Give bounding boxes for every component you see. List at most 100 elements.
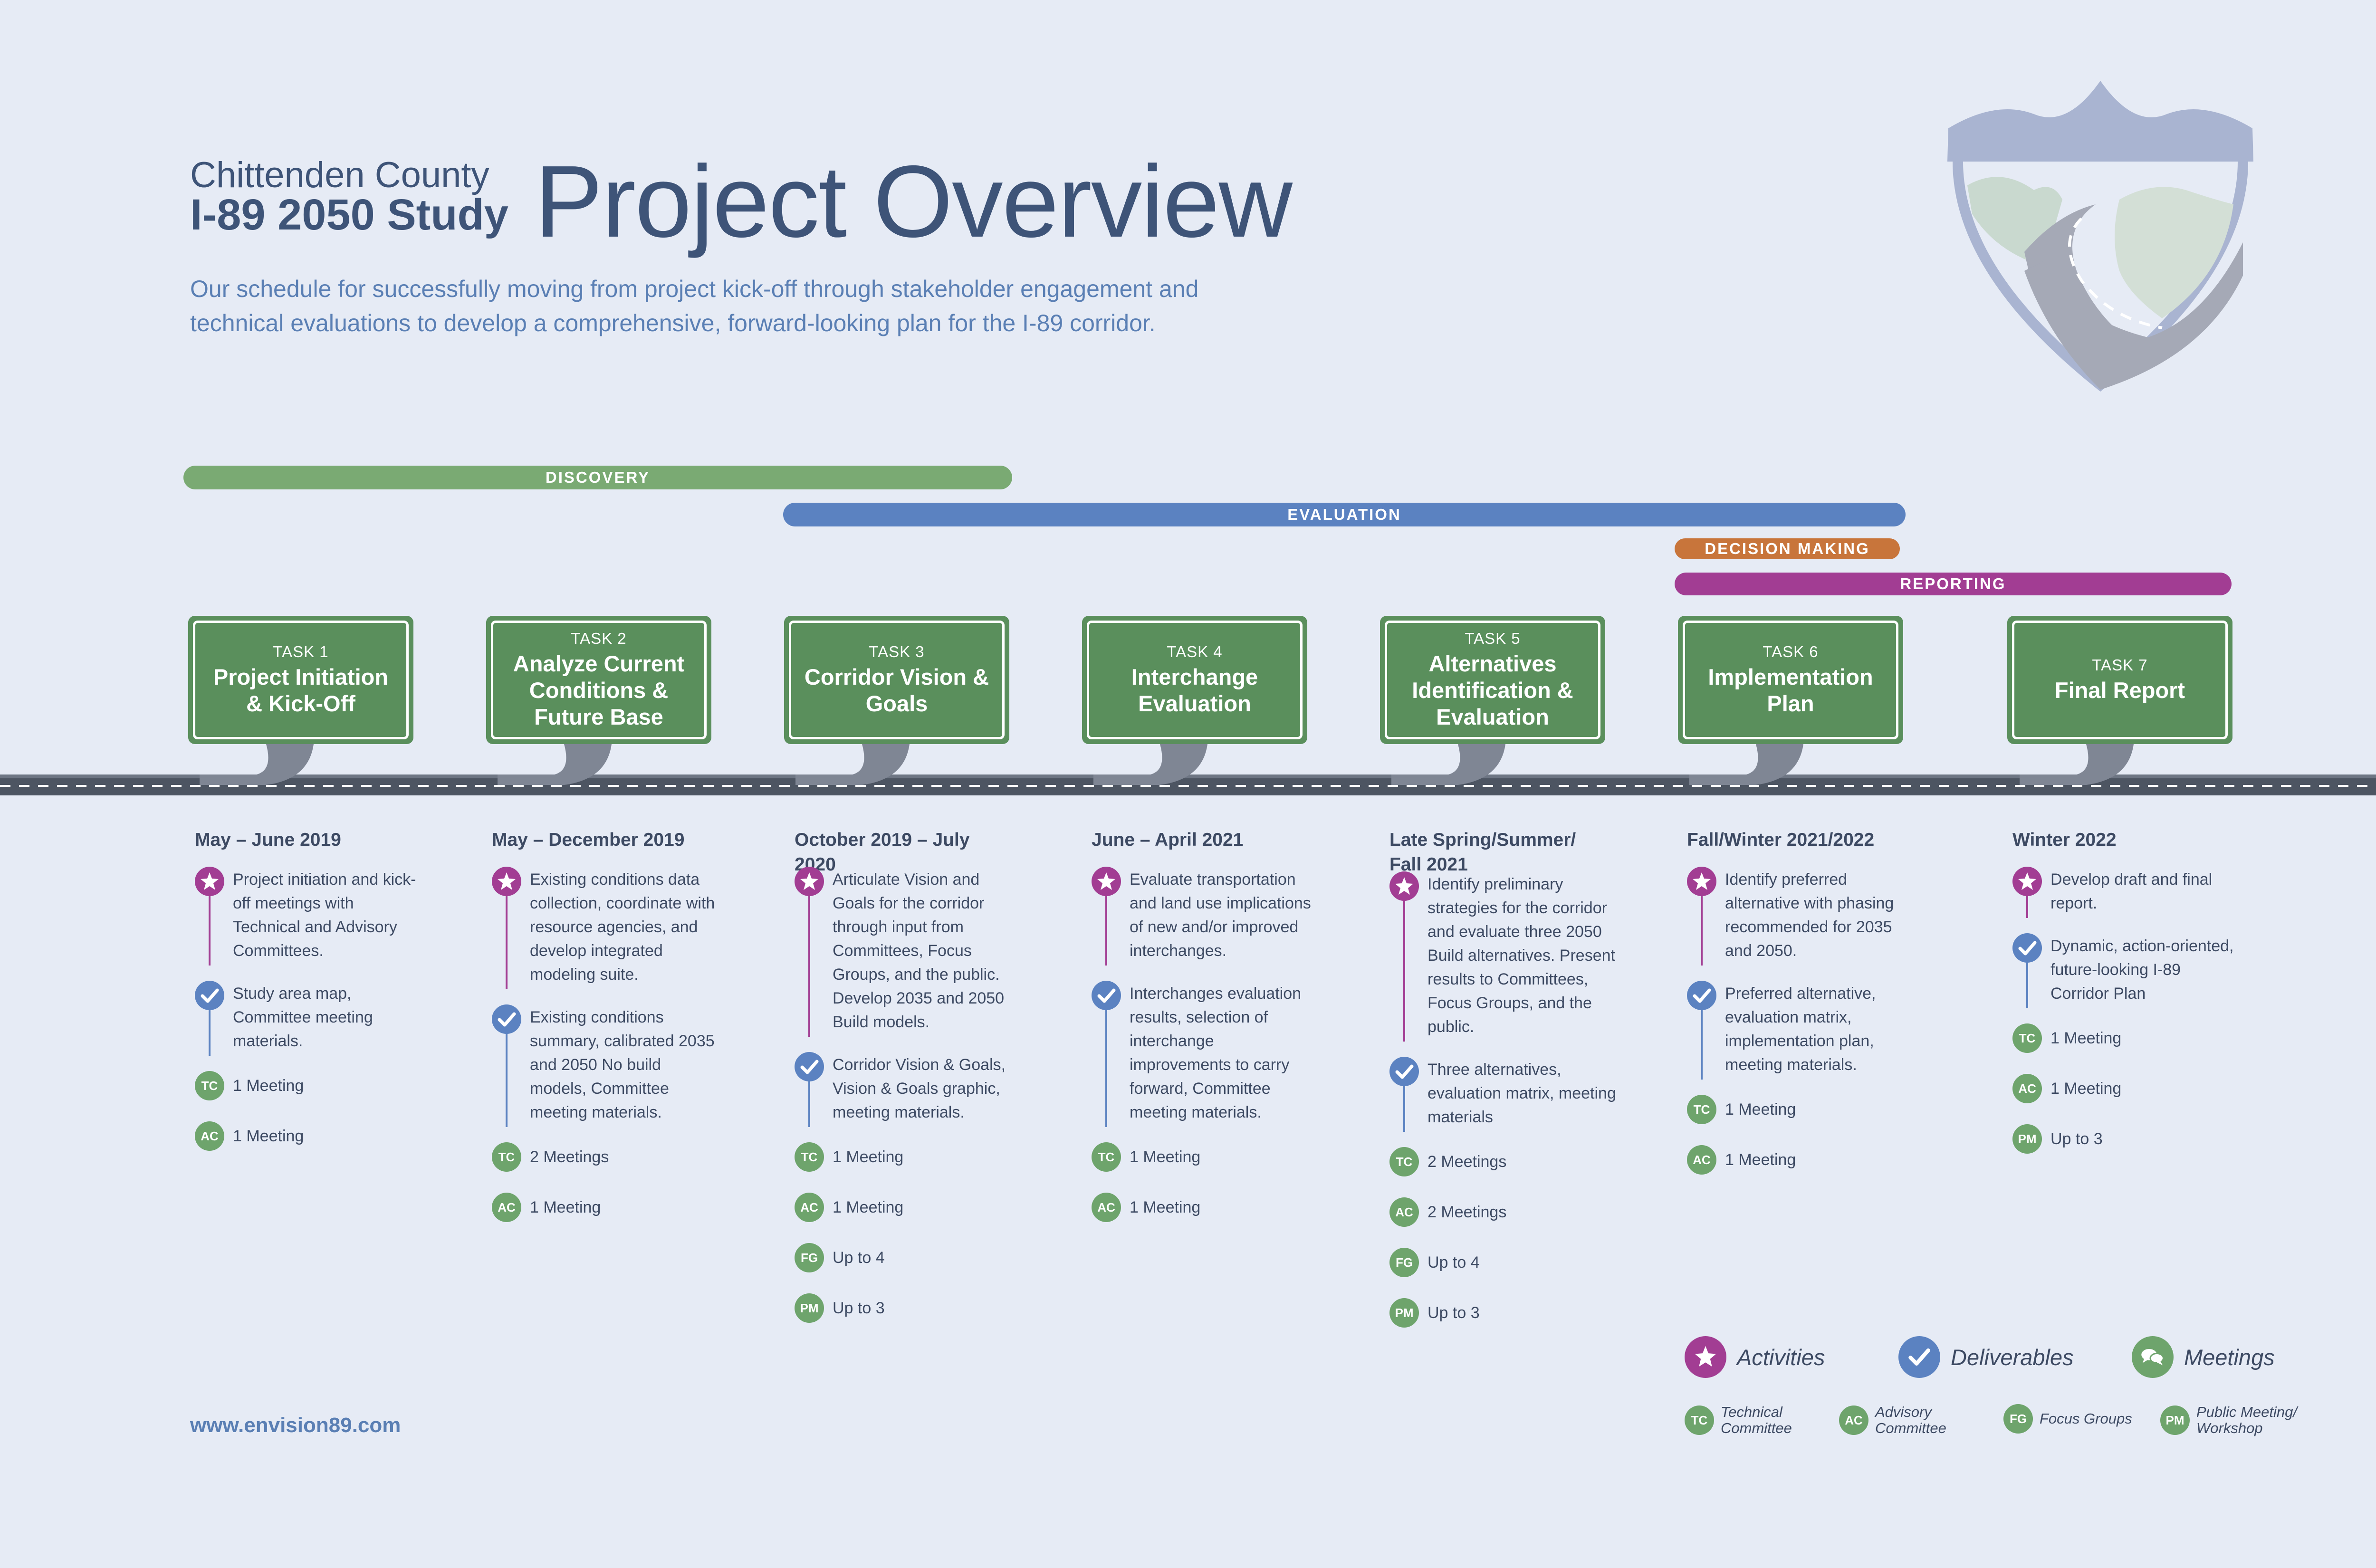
legend-code-label: Technical Committee xyxy=(1721,1404,1792,1436)
task-date: Winter 2022 xyxy=(2012,830,2117,850)
task-name: Corridor Vision & Goals xyxy=(804,664,989,716)
star-icon xyxy=(1389,871,1419,901)
task-number: TASK 4 xyxy=(1167,643,1223,660)
task-name: Final Report xyxy=(2054,678,2185,703)
ac-badge: AC xyxy=(1687,1145,1716,1175)
item-text: Three alternatives, evaluation matrix, m… xyxy=(1428,1061,1616,1126)
connector-line xyxy=(209,894,211,966)
legend-tc: TC Technical Committee xyxy=(1685,1404,1830,1436)
task-2-sign: TASK 2 Analyze Current Conditions & Futu… xyxy=(486,616,711,744)
task-7-sign: TASK 7 Final Report xyxy=(2007,616,2232,744)
item-text: 2 Meetings xyxy=(1428,1203,1507,1221)
task-4-sign: TASK 4 Interchange Evaluation xyxy=(1082,616,1307,744)
star-icon xyxy=(1685,1336,1726,1378)
item-text: 1 Meeting xyxy=(1130,1198,1201,1216)
website-link[interactable]: www.envision89.com xyxy=(190,1414,401,1437)
pm-badge: PM xyxy=(2160,1405,2190,1435)
item-text: Evaluate transportation and land use imp… xyxy=(1130,870,1311,960)
task-1-sign: TASK 1 Project Initiation & Kick-Off xyxy=(188,616,413,744)
tc-badge: TC xyxy=(2012,1023,2042,1053)
task-name: Analyze Current Conditions & Future Base xyxy=(513,651,685,729)
task-name: Project Initiation & Kick-Off xyxy=(213,664,389,716)
task-date: Fall/Winter 2021/2022 xyxy=(1687,830,1875,850)
item-text: Identify preliminary strategies for the … xyxy=(1428,875,1615,1036)
task-number: TASK 2 xyxy=(571,630,627,647)
ac-badge: AC xyxy=(2012,1074,2042,1103)
fg-badge: FG xyxy=(1389,1248,1419,1277)
item-text: Project initiation and kick-off meetings… xyxy=(233,870,416,960)
phase-evaluation: EVALUATION xyxy=(783,503,1906,526)
connector-line xyxy=(506,1032,508,1127)
item-text: Identify preferred alternative with phas… xyxy=(1725,870,1894,960)
study-name: I-89 2050 Study xyxy=(190,191,508,239)
item-text: 1 Meeting xyxy=(1130,1148,1201,1166)
page-subtitle: Our schedule for successfully moving fro… xyxy=(190,276,1199,336)
item-text: 1 Meeting xyxy=(233,1127,304,1145)
speech-bubbles-icon xyxy=(2132,1336,2174,1378)
check-icon xyxy=(1389,1057,1419,1086)
task-date: May – June 2019 xyxy=(195,830,341,850)
connector-line xyxy=(1105,894,1107,966)
item-text: Up to 3 xyxy=(2050,1130,2103,1148)
item-text: Corridor Vision & Goals, Vision & Goals … xyxy=(833,1056,1006,1121)
connector-line xyxy=(808,1080,810,1127)
item-text: Existing conditions data collection, coo… xyxy=(530,870,715,984)
check-icon xyxy=(1092,981,1121,1010)
phase-discovery: DISCOVERY xyxy=(183,466,1012,489)
star-icon xyxy=(492,867,521,896)
item-text: 2 Meetings xyxy=(1428,1153,1507,1171)
road-graphic xyxy=(0,744,2376,795)
task-date: June – April 2021 xyxy=(1092,830,1244,850)
check-icon xyxy=(1898,1336,1940,1378)
phase-decision-making: DECISION MAKING xyxy=(1675,538,1900,559)
legend-label: Activities xyxy=(1737,1344,1825,1370)
pm-badge: PM xyxy=(1389,1298,1419,1328)
ac-badge: AC xyxy=(492,1193,521,1222)
check-icon xyxy=(2012,933,2042,963)
item-text: 1 Meeting xyxy=(1725,1151,1796,1169)
connector-line xyxy=(1701,1008,1703,1080)
item-text: 1 Meeting xyxy=(530,1198,601,1216)
county-name: Chittenden County xyxy=(190,155,489,195)
legend-pm: PM Public Meeting/ Workshop xyxy=(2160,1404,2320,1436)
item-text: 1 Meeting xyxy=(233,1077,304,1095)
legend-code-label: Public Meeting/ Workshop xyxy=(2196,1404,2297,1436)
connector-line xyxy=(1105,1008,1107,1127)
legend-label: Deliverables xyxy=(1951,1344,2074,1370)
legend-activities: Activities xyxy=(1685,1336,1825,1378)
pm-badge: PM xyxy=(795,1293,824,1323)
tc-badge: TC xyxy=(492,1142,521,1172)
legend-ac: AC Advisory Committee xyxy=(1839,1404,1984,1436)
connector-line xyxy=(2026,961,2028,1008)
connector-line xyxy=(506,894,508,989)
item-text: Up to 3 xyxy=(833,1299,885,1317)
tc-badge: TC xyxy=(1687,1095,1716,1124)
task-name: Interchange Evaluation xyxy=(1131,664,1258,716)
legend-code-label: Advisory Committee xyxy=(1875,1404,1946,1436)
star-icon xyxy=(2012,867,2042,896)
item-text: Interchanges evaluation results, selecti… xyxy=(1130,985,1302,1121)
connector-line xyxy=(1701,894,1703,966)
fg-badge: FG xyxy=(795,1243,824,1272)
star-icon xyxy=(1092,867,1121,896)
connector-line xyxy=(1403,1084,1405,1132)
ac-badge: AC xyxy=(795,1193,824,1222)
interstate-shield-logo xyxy=(1947,81,2253,392)
connector-line xyxy=(209,1008,211,1056)
check-icon xyxy=(492,1004,521,1034)
check-icon xyxy=(795,1052,824,1081)
tc-badge: TC xyxy=(1685,1405,1714,1435)
item-text: Dynamic, action-oriented, future-looking… xyxy=(2050,937,2234,1003)
connector-line xyxy=(2026,894,2028,918)
tc-badge: TC xyxy=(1092,1142,1121,1172)
ac-badge: AC xyxy=(1839,1405,1868,1435)
star-icon xyxy=(795,867,824,896)
legend-meetings: Meetings xyxy=(2132,1336,2275,1378)
phase-reporting: REPORTING xyxy=(1675,573,2232,595)
task-number: TASK 3 xyxy=(869,643,925,660)
item-text: Study area map, Committee meeting materi… xyxy=(233,985,373,1050)
item-text: 1 Meeting xyxy=(2050,1080,2122,1098)
task-date: May – December 2019 xyxy=(492,830,685,850)
